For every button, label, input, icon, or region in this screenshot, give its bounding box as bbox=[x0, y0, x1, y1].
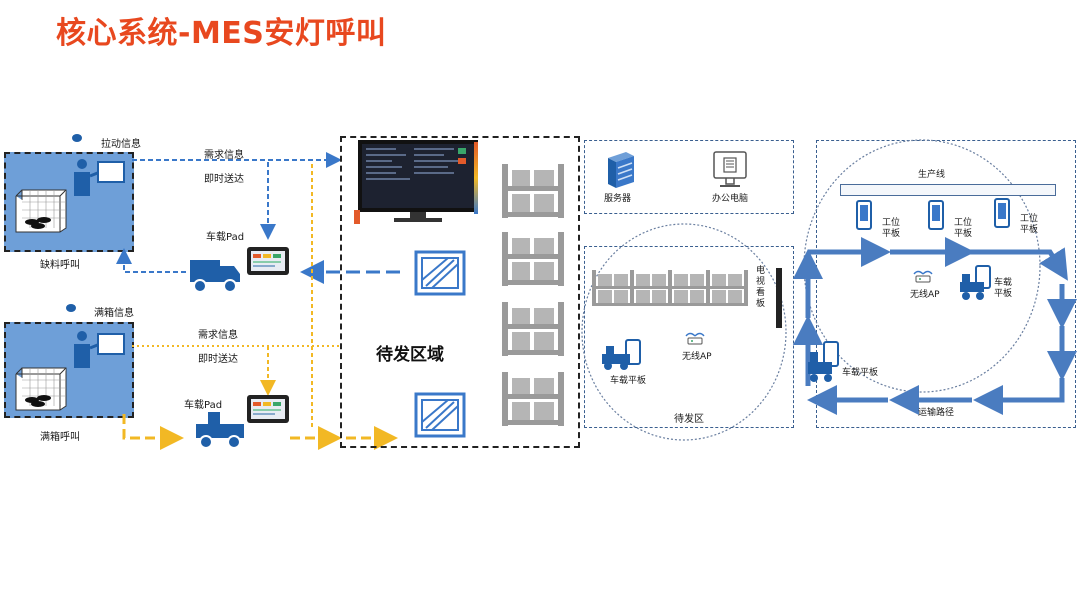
vehicle-tablet-icon bbox=[808, 341, 839, 382]
page-title: 核心系统-MES安灯呼叫 bbox=[56, 16, 387, 51]
full-info-label: 满箱信息 bbox=[94, 308, 134, 319]
presenter-icon bbox=[74, 159, 125, 196]
office-pc-icon bbox=[713, 151, 747, 187]
waiting-zone-circle bbox=[581, 223, 787, 441]
station-tablet-label-1: 工位 平板 bbox=[882, 218, 901, 239]
station-tablet-label-2: 工位 平板 bbox=[954, 218, 973, 239]
shortage-call-label: 缺料呼叫 bbox=[40, 260, 80, 271]
pull-info-label: 拉动信息 bbox=[101, 139, 141, 150]
station-tablet-icon bbox=[994, 198, 1010, 228]
demand-info-label-2: 需求信息 bbox=[198, 330, 238, 341]
waiting-zone-label: 待发区 bbox=[674, 414, 704, 425]
production-line-bar bbox=[840, 184, 1056, 196]
tv-board-bar bbox=[776, 268, 782, 328]
production-line-box bbox=[816, 140, 1076, 428]
wireless-ap-label: 无线AP bbox=[682, 352, 712, 362]
forklift-truck-icon bbox=[190, 260, 240, 293]
monitor-side-bar bbox=[474, 142, 478, 214]
shelf-icon bbox=[502, 232, 564, 286]
wifi-ap-icon bbox=[913, 270, 933, 283]
vehicle-tablet-icon bbox=[602, 339, 641, 370]
vehicle-pad-label-2: 车载Pad bbox=[184, 400, 223, 411]
server-icon bbox=[608, 152, 634, 188]
presenter-icon bbox=[74, 331, 125, 368]
wifi-ap-icon bbox=[685, 332, 705, 345]
rack-row-icon bbox=[592, 270, 748, 306]
tablet-pad-icon bbox=[247, 247, 289, 275]
demand-info-label-1: 需求信息 bbox=[204, 150, 244, 161]
crate-icon bbox=[414, 250, 466, 296]
production-line-label: 生产线 bbox=[918, 170, 946, 180]
tablet-pad-icon bbox=[247, 395, 289, 423]
office-pc-label: 办公电脑 bbox=[712, 194, 749, 204]
vehicle-tablet-label: 车载平板 bbox=[610, 376, 647, 386]
full-info-dot bbox=[66, 304, 76, 312]
bin-cage-icon bbox=[15, 189, 67, 233]
shelf-icon bbox=[502, 372, 564, 426]
waiting-area-box bbox=[340, 136, 580, 448]
vehicle-tablet-icon bbox=[960, 265, 991, 300]
shelf-icon bbox=[502, 164, 564, 218]
tv-board-label: 电视 看板 bbox=[756, 266, 766, 309]
pull-info-dot bbox=[72, 134, 82, 142]
vehicle-tablet-label-2: 车载平板 bbox=[842, 368, 879, 378]
waiting-area-label: 待发区域 bbox=[376, 345, 444, 365]
station-tablet-icon bbox=[928, 200, 944, 230]
full-call-label: 满箱呼叫 bbox=[40, 432, 80, 443]
instant-delivery-label-2: 即时送达 bbox=[198, 354, 238, 365]
monitor-icon bbox=[354, 140, 478, 224]
transport-path-label: 运输路径 bbox=[918, 408, 955, 418]
shelf-icon bbox=[502, 302, 564, 356]
bin-cage-icon bbox=[15, 367, 67, 411]
vehicle-pad-label-1: 车载Pad bbox=[206, 232, 245, 243]
vehicle-tablet-label-1: 车载 平板 bbox=[994, 278, 1013, 299]
station-tablet-label-3: 工位 平板 bbox=[1020, 214, 1039, 235]
crate-icon bbox=[414, 392, 466, 438]
forklift-truck-icon bbox=[196, 412, 244, 449]
server-office-box bbox=[584, 140, 794, 214]
station-tablet-icon bbox=[856, 200, 872, 230]
server-label: 服务器 bbox=[604, 194, 632, 204]
instant-delivery-label-1: 即时送达 bbox=[204, 174, 244, 185]
wireless-ap-label: 无线AP bbox=[910, 290, 940, 300]
